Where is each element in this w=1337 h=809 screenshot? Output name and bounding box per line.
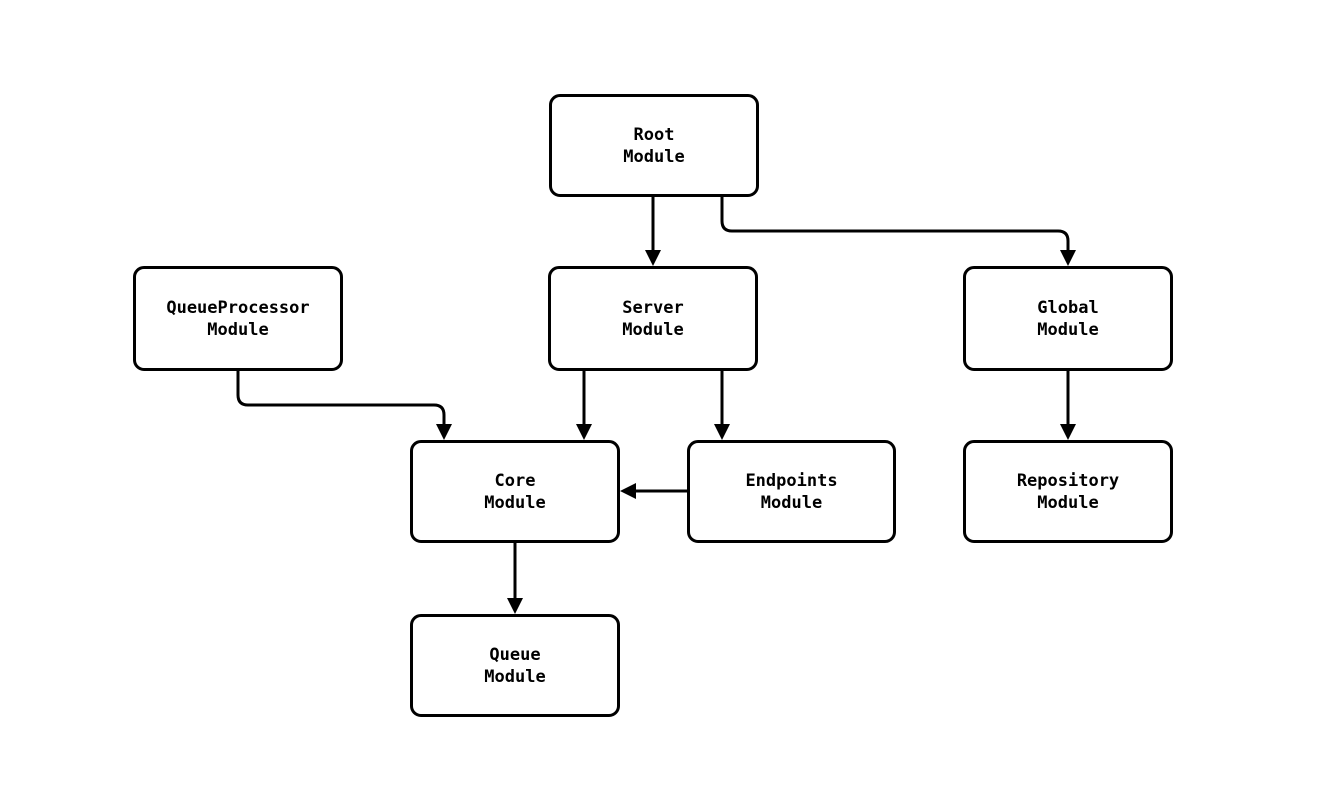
edge-line	[720, 197, 1070, 252]
arrowhead-icon	[576, 424, 592, 440]
arrowhead-icon	[620, 483, 636, 499]
edge-global-to-repository	[1060, 371, 1076, 440]
node-label: Root Module	[623, 124, 685, 167]
edge-root-to-server	[645, 197, 661, 266]
arrowhead-icon	[436, 424, 452, 440]
arrowhead-icon	[1060, 250, 1076, 266]
edge-endpoints-to-core	[620, 483, 687, 499]
node-label: Server Module	[622, 297, 684, 340]
arrowhead-icon	[1060, 424, 1076, 440]
edge-root-to-global	[720, 197, 1076, 266]
arrowhead-icon	[714, 424, 730, 440]
arrowhead-icon	[507, 598, 523, 614]
node-label: QueueProcessor Module	[166, 297, 310, 340]
node-queue-module[interactable]: Queue Module	[410, 614, 620, 717]
node-label: Global Module	[1037, 297, 1099, 340]
arrowhead-icon	[645, 250, 661, 266]
edge-server-to-endpoints	[714, 371, 730, 440]
node-repository-module[interactable]: Repository Module	[963, 440, 1173, 543]
node-queueprocessor-module[interactable]: QueueProcessor Module	[133, 266, 343, 371]
node-label: Queue Module	[484, 644, 546, 687]
edge-server-to-core	[576, 371, 592, 440]
node-core-module[interactable]: Core Module	[410, 440, 620, 543]
edge-line	[236, 371, 446, 426]
node-root-module[interactable]: Root Module	[549, 94, 759, 197]
edge-core-to-queue	[507, 543, 523, 614]
node-endpoints-module[interactable]: Endpoints Module	[687, 440, 896, 543]
node-server-module[interactable]: Server Module	[548, 266, 758, 371]
node-label: Core Module	[484, 470, 546, 513]
node-label: Endpoints Module	[745, 470, 838, 513]
edge-queueprocessor-to-core	[236, 371, 452, 440]
node-global-module[interactable]: Global Module	[963, 266, 1173, 371]
node-label: Repository Module	[1016, 470, 1120, 513]
